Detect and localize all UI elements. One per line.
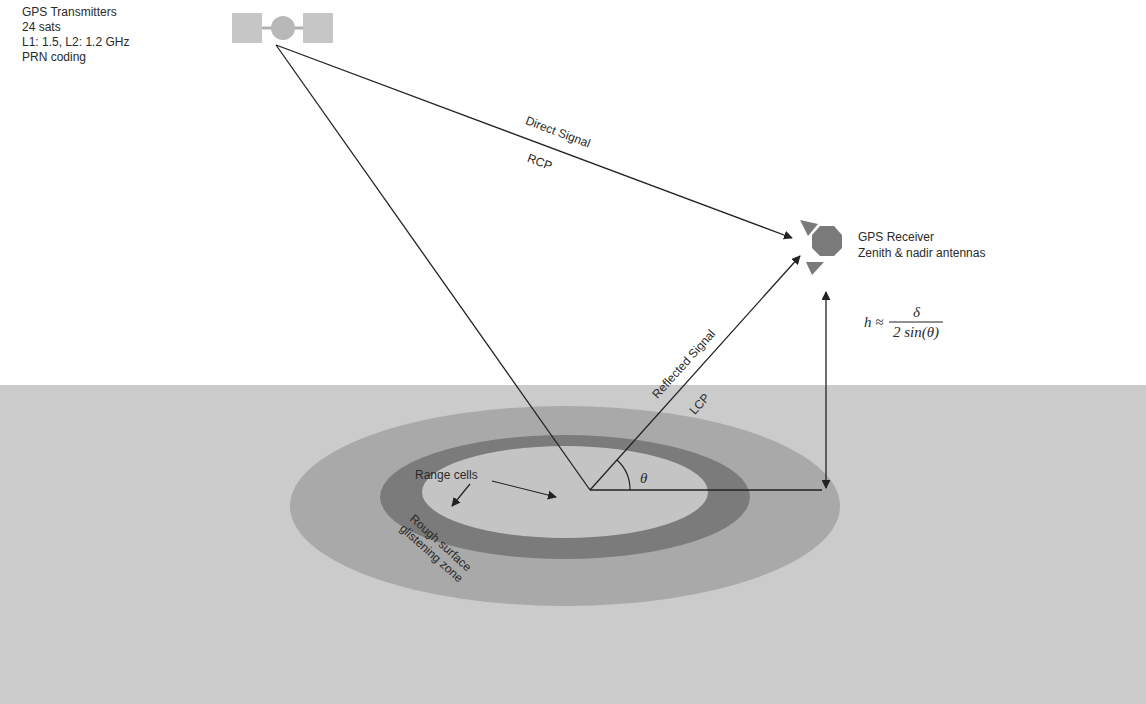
gps-satellite xyxy=(232,13,333,43)
receiver-title: GPS Receiver xyxy=(858,230,934,244)
range-cells-label: Range cells xyxy=(415,468,478,482)
signal-label: Direct Signal xyxy=(524,114,593,151)
height-arrow xyxy=(825,292,826,488)
horizontal-baseline xyxy=(590,489,822,490)
formula-lhs: h ≈ xyxy=(864,314,883,331)
angle-label: θ xyxy=(640,470,647,487)
polarisation-label: RCP xyxy=(525,151,554,173)
angle-arc xyxy=(617,460,630,490)
range-cell-pointer xyxy=(452,484,470,506)
incident-signal xyxy=(276,45,590,490)
gps-receiver-icon xyxy=(800,220,842,275)
range-cell-inner xyxy=(422,446,708,538)
range-cell-pointer xyxy=(492,481,556,497)
satellite-count: 24 sats xyxy=(22,20,61,34)
reflected-signal-arrow xyxy=(590,256,800,490)
coding-note: PRN coding xyxy=(22,50,86,64)
transmitter-title: GPS Transmitters xyxy=(22,5,117,19)
formula-denominator: 2 sin(θ) xyxy=(893,324,939,341)
ground-surface xyxy=(0,385,1146,704)
antenna-note: Zenith & nadir antennas xyxy=(858,246,985,260)
frequency-note: L1: 1.5, L2: 1.2 GHz xyxy=(22,35,129,49)
glistening-zone xyxy=(290,406,840,606)
fraction-bar xyxy=(889,322,943,323)
formula-numerator: δ xyxy=(913,304,920,321)
direct-signal-arrow xyxy=(276,45,792,238)
